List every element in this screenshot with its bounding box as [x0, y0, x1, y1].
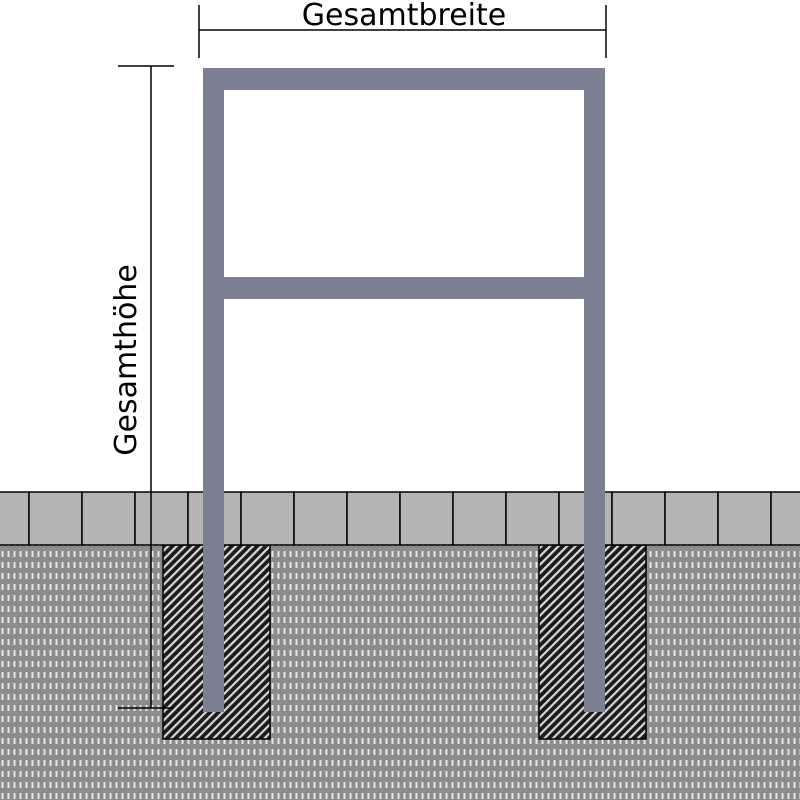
paving-stone [452, 491, 507, 546]
paving-stone [717, 491, 772, 546]
height-dimension-label: Gesamthöhe [109, 264, 144, 456]
paving-stone [346, 491, 401, 546]
paving-stone [134, 491, 189, 546]
ground-soil [0, 545, 800, 800]
paving-stone [399, 491, 454, 546]
frame-top-rail [203, 68, 605, 90]
paving-stone [611, 491, 666, 546]
frame-middle-rail [203, 277, 605, 299]
height-dimension [118, 65, 174, 709]
paving-stone [0, 491, 30, 546]
paving-stone [28, 491, 83, 546]
paving-stone [81, 491, 136, 546]
width-dimension-label: Gesamtbreite [302, 0, 506, 33]
paving-stone [664, 491, 719, 546]
paving-stone [293, 491, 348, 546]
paving-stone [505, 491, 560, 546]
sign-frame [203, 68, 605, 712]
frame-post-right [584, 68, 605, 712]
paving-stone [770, 491, 800, 546]
paving-stones [0, 491, 800, 546]
frame-post-left [203, 68, 224, 712]
width-dimension [198, 5, 607, 58]
paving-stone [240, 491, 295, 546]
